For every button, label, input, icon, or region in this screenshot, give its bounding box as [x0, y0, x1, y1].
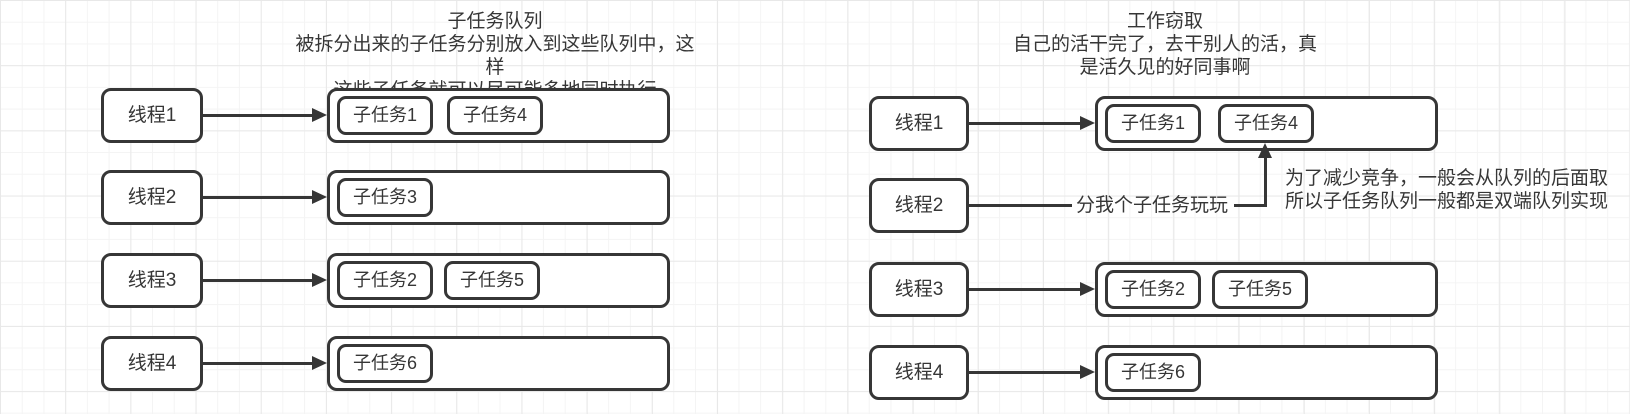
left-queue-2-task-1: 子任务3: [337, 178, 433, 217]
left-thread-3-box: 线程3: [101, 253, 203, 308]
right-arrow-3-head-icon: [1080, 282, 1095, 296]
right-thread-1-box: 线程1: [869, 96, 969, 151]
left-thread-2-box: 线程2: [101, 170, 203, 225]
steal-note-line1: 为了减少竞争，一般会从队列的后面取: [1285, 168, 1609, 189]
steal-note-line2: 所以子任务队列一般都是双端队列实现: [1285, 191, 1609, 212]
left-queue-4-task-1: 子任务6: [337, 344, 433, 383]
left-thread-1-box: 线程1: [101, 88, 203, 143]
right-queue-4-task-1: 子任务6: [1105, 353, 1201, 392]
steal-label: 分我个子任务玩玩: [1075, 195, 1228, 216]
left-arrow-4-head-icon: [312, 356, 327, 370]
right-arrow-4-head-icon: [1080, 365, 1095, 379]
right-subtitle-line1: 自己的活干完了，去干别人的活，真: [1012, 34, 1317, 55]
right-arrow-3-line: [968, 288, 1081, 291]
right-subtitle-line2: 是活久见的好同事啊: [1079, 57, 1251, 78]
steal-line-right-segment: [1234, 204, 1267, 207]
left-thread-4-box: 线程4: [101, 336, 203, 391]
left-queue-3-task-2: 子任务5: [444, 261, 540, 300]
right-title: 工作窃取: [1126, 11, 1203, 32]
right-thread-4-box: 线程4: [869, 345, 969, 400]
left-arrow-3-line: [203, 279, 313, 282]
right-arrow-1-line: [968, 122, 1081, 125]
right-thread-3-box: 线程3: [869, 262, 969, 317]
right-queue-3-task-2: 子任务5: [1212, 270, 1308, 309]
right-arrow-4-line: [968, 371, 1081, 374]
left-arrow-4-line: [203, 362, 313, 365]
right-title-block: 工作窃取 自己的活干完了，去干别人的活，真 是活久见的好同事啊: [965, 10, 1365, 79]
left-subtitle-line1: 被拆分出来的子任务分别放入到这些队列中，这样: [295, 34, 695, 78]
left-arrow-3-head-icon: [312, 273, 327, 287]
right-queue-1-task-2: 子任务4: [1218, 104, 1314, 143]
right-queue-1-task-1: 子任务1: [1105, 104, 1201, 143]
left-title: 子任务队列: [447, 11, 543, 32]
right-queue-3-task-1: 子任务2: [1105, 270, 1201, 309]
left-queue-1-task-2: 子任务4: [447, 96, 543, 135]
steal-line-vertical-segment: [1264, 157, 1267, 207]
left-arrow-1-line: [203, 114, 313, 117]
steal-note-block: 为了减少竞争，一般会从队列的后面取 所以子任务队列一般都是双端队列实现: [1285, 167, 1615, 213]
steal-line-left-segment: [968, 204, 1072, 207]
left-queue-3-task-1: 子任务2: [337, 261, 433, 300]
left-arrow-2-line: [203, 196, 313, 199]
steal-arrow-head-icon: [1258, 143, 1272, 158]
left-arrow-1-head-icon: [312, 108, 327, 122]
left-arrow-2-head-icon: [312, 190, 327, 204]
right-arrow-1-head-icon: [1080, 116, 1095, 130]
left-queue-1-task-1: 子任务1: [337, 96, 433, 135]
right-thread-2-box: 线程2: [869, 178, 969, 233]
